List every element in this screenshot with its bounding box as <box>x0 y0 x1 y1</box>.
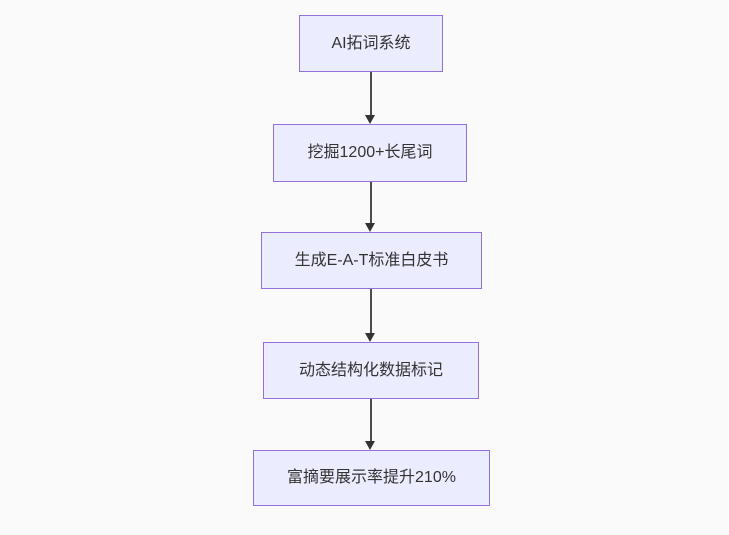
flow-node-rich-snippet-rate: 富摘要展示率提升210% <box>253 450 490 506</box>
flow-node-ai-expansion-system: AI拓词系统 <box>299 15 443 72</box>
flow-node-longtail-mining: 挖掘1200+长尾词 <box>273 124 467 182</box>
node-label: 挖掘1200+长尾词 <box>307 144 433 162</box>
flow-arrow-1 <box>364 72 377 124</box>
flow-arrow-4 <box>364 399 377 450</box>
flow-node-structured-data-markup: 动态结构化数据标记 <box>263 342 479 399</box>
node-label: 富摘要展示率提升210% <box>287 469 456 487</box>
node-label: 动态结构化数据标记 <box>298 361 443 379</box>
arrow-head-down-icon <box>365 223 375 232</box>
arrow-line <box>369 399 372 442</box>
arrow-line <box>369 72 372 116</box>
node-label: 生成E-A-T标准白皮书 <box>294 251 449 269</box>
flow-arrow-3 <box>364 289 377 342</box>
node-label: AI拓词系统 <box>331 34 411 52</box>
arrow-head-down-icon <box>365 333 375 342</box>
arrow-line <box>369 289 372 334</box>
arrow-head-down-icon <box>365 115 375 124</box>
arrow-line <box>369 182 372 224</box>
flow-node-eat-whitepaper: 生成E-A-T标准白皮书 <box>261 232 482 289</box>
flow-arrow-2 <box>364 182 377 232</box>
arrow-head-down-icon <box>365 441 375 450</box>
